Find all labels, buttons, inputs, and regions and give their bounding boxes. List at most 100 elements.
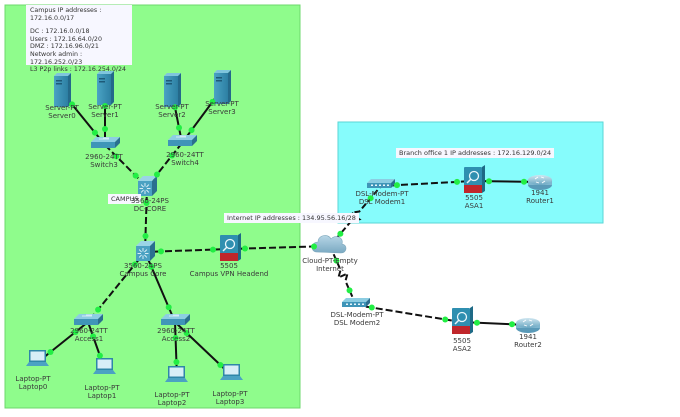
device-model: 2960-24TT [70, 327, 108, 335]
laptop0-device[interactable] [26, 350, 49, 366]
server-icon [97, 71, 114, 105]
link-status-light [143, 199, 150, 206]
switch3-device[interactable] [91, 137, 120, 148]
device-name: Laptop1 [87, 392, 117, 400]
link-status-light [172, 334, 179, 341]
campus-ip-note[interactable]: Campus IP addresses : 172.16.0.0/17 DC :… [26, 5, 132, 73]
link-status-light [188, 127, 195, 134]
device-model: 2960-24TT [166, 151, 204, 159]
asa1-device[interactable] [464, 165, 485, 193]
device-model: DSL-Modem-PT [355, 190, 409, 198]
link-status-light [157, 248, 164, 255]
link-status-light [131, 261, 138, 268]
asa-icon [220, 233, 241, 261]
device-model: 3560-24PS [124, 262, 162, 270]
link-status-light [169, 152, 176, 159]
device-name: Access1 [74, 335, 104, 343]
asa2-device[interactable] [452, 306, 473, 334]
link-status-light [102, 103, 108, 109]
device-name: Server3 [208, 108, 236, 116]
link-status-light [473, 319, 480, 326]
link-status-light [337, 230, 344, 237]
dsl-modem1-device[interactable] [367, 179, 395, 188]
campus-core-device[interactable] [136, 241, 155, 261]
device-model: Server-PT [205, 100, 239, 108]
link-access1-laptop0[interactable] [37, 321, 89, 363]
link-status-light [454, 178, 461, 185]
link-status-light [217, 361, 224, 368]
laptop2-device[interactable] [165, 366, 188, 382]
link-status-light [210, 246, 217, 253]
vpn-headend-device[interactable] [220, 233, 241, 261]
server1-device[interactable] [97, 71, 114, 105]
switch-icon [74, 314, 103, 325]
link-campus_core-access2[interactable] [144, 251, 176, 323]
router1-device[interactable] [528, 175, 552, 190]
link-status-light [393, 182, 400, 189]
dc-core-device[interactable] [138, 176, 157, 196]
internet-ip-note[interactable]: Internet IP addresses : 134.95.56.16/28 [224, 213, 359, 223]
device-model: Laptop-PT [212, 390, 248, 398]
server3-device[interactable] [214, 70, 231, 104]
device-name: Server2 [158, 111, 186, 119]
link-status-light [96, 352, 103, 359]
laptop-icon [165, 366, 188, 382]
device-name: Server0 [48, 112, 76, 120]
device-name: Router2 [514, 341, 542, 349]
switch4-device[interactable] [168, 135, 197, 146]
campus-tag-note[interactable]: CAMPUS [108, 194, 142, 204]
router2-device[interactable] [516, 318, 540, 333]
access2-device[interactable] [161, 314, 190, 325]
switch-icon [161, 314, 190, 325]
laptop1-device[interactable] [93, 358, 116, 374]
link-dsl_modem2-asa2[interactable] [355, 304, 462, 323]
l3switch-icon [138, 176, 157, 196]
device-model: Laptop-PT [154, 391, 190, 399]
link-status-light [113, 153, 120, 160]
link-status-light [346, 287, 353, 294]
link-status-light [172, 104, 178, 111]
device-name: Campus Core [119, 270, 167, 278]
access1-device[interactable] [74, 314, 103, 325]
link-internet-dsl_modem2[interactable] [329, 245, 357, 306]
switch-icon [168, 135, 197, 146]
server2-device[interactable] [164, 73, 181, 107]
campus-ip-line: Network admin : 172.16.252.0/23 [30, 50, 83, 66]
campus-ip-line: L3 P2p links : 172.16.254.0/24 [30, 66, 127, 74]
device-name: Laptop0 [18, 383, 48, 391]
device-name: DSL Modem1 [358, 198, 406, 206]
device-name: Internet [316, 265, 344, 273]
campus-ip-title: Campus IP addresses : 172.16.0.0/17 [30, 7, 102, 22]
link-status-light [132, 172, 139, 179]
dsl-modem2-device[interactable] [342, 298, 370, 307]
link-status-light [333, 257, 340, 264]
campus-ip-line: DMZ : 172.16.96.0/21 [30, 43, 99, 51]
link-status-light [368, 304, 375, 311]
device-model: Server-PT [45, 104, 79, 112]
link-status-light [442, 316, 449, 323]
device-model: 3560-24PS [131, 197, 169, 205]
device-name: Campus VPN Headend [189, 270, 269, 278]
branch-ip-note[interactable]: Branch office 1 IP addresses : 172.16.12… [396, 148, 555, 158]
server0-device[interactable] [54, 73, 71, 107]
laptop3-device[interactable] [220, 364, 243, 380]
device-model: DSL-Modem-PT [330, 311, 384, 319]
link-status-light [69, 101, 76, 108]
link-status-light [148, 263, 155, 270]
link-status-light [153, 171, 160, 178]
internet-device[interactable] [311, 235, 347, 254]
